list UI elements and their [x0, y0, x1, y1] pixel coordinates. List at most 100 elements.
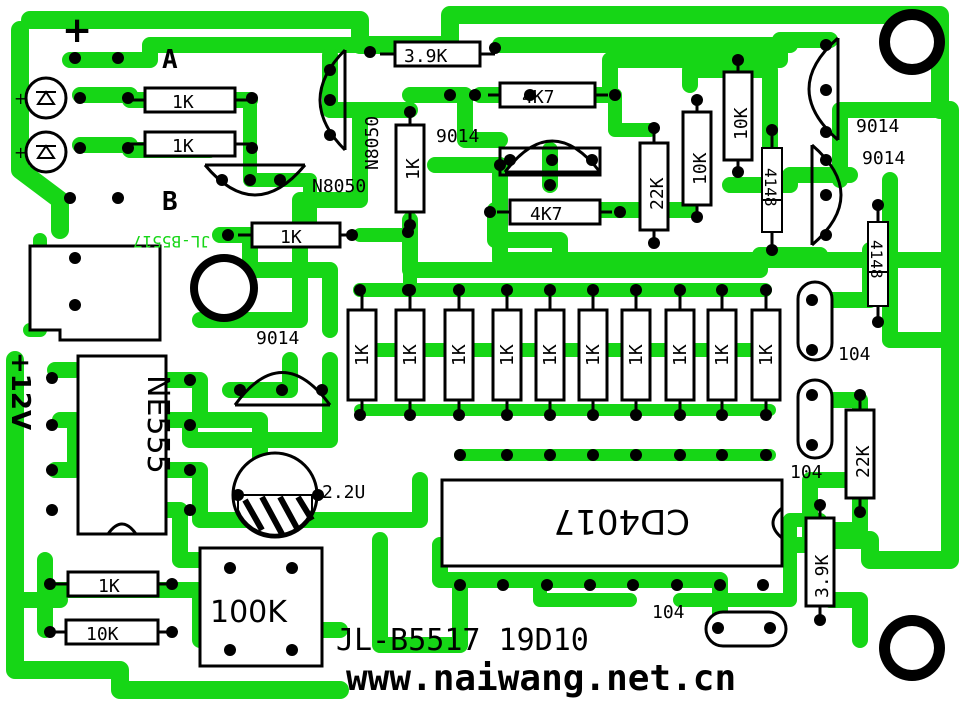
- svg-text:1K: 1K: [280, 227, 302, 248]
- led-resistor-label: 1K: [400, 344, 421, 366]
- solder-pad: [324, 94, 336, 106]
- solder-pad: [122, 92, 134, 104]
- solder-pad: [524, 89, 536, 101]
- solder-pad: [276, 384, 288, 396]
- 9014-r1-label: 9014: [856, 116, 899, 137]
- led-resistor-8: 1K: [664, 295, 696, 412]
- led-resistor-6: 1K: [577, 295, 609, 412]
- led-resistor-5: 1K: [534, 295, 566, 412]
- led-resistor-1: 1K: [346, 295, 378, 412]
- solder-pad: [312, 489, 324, 501]
- solder-pad: [671, 579, 683, 591]
- solder-pad: [244, 174, 256, 186]
- solder-pad: [544, 449, 556, 461]
- solder-pad: [184, 374, 196, 386]
- solder-pad: [46, 419, 58, 431]
- solder-pad: [402, 284, 414, 296]
- solder-pad: [216, 174, 228, 186]
- solder-pad: [246, 92, 258, 104]
- solder-pad: [46, 372, 58, 384]
- svg-text:1K: 1K: [403, 158, 424, 180]
- solder-pad: [544, 179, 556, 191]
- solder-pad: [454, 579, 466, 591]
- solder-pad: [546, 154, 558, 166]
- solder-pad: [346, 229, 358, 241]
- solder-pad: [732, 54, 744, 66]
- solder-pad: [814, 614, 826, 626]
- capacitor-104-c: [704, 610, 788, 648]
- led-resistor-2: 1K: [394, 295, 426, 412]
- solder-pad: [354, 284, 366, 296]
- solder-pad: [806, 294, 818, 306]
- solder-pad: [587, 449, 599, 461]
- led-resistor-label: 1K: [449, 344, 470, 366]
- svg-text:1K: 1K: [98, 576, 120, 597]
- transistor-n8050-a: [318, 48, 347, 152]
- led-resistor-7: 1K: [620, 295, 652, 412]
- svg-text:4K7: 4K7: [530, 204, 563, 225]
- svg-text:1K: 1K: [172, 136, 194, 157]
- solder-pad: [402, 226, 414, 238]
- solder-pad: [584, 579, 596, 591]
- transistor-n8050-b: [203, 163, 307, 197]
- solder-pad: [286, 562, 298, 574]
- solder-pad: [44, 578, 56, 590]
- power-connector: [28, 244, 162, 342]
- solder-pad: [806, 389, 818, 401]
- led-resistor-label: 1K: [352, 344, 373, 366]
- solder-pad: [764, 622, 776, 634]
- solder-pad: [716, 284, 728, 296]
- svg-text:4148: 4148: [761, 168, 780, 207]
- solder-pad: [712, 622, 724, 634]
- solder-pad: [69, 299, 81, 311]
- resistor-1k-row2: 1K: [238, 221, 352, 249]
- led-resistor-label: 1K: [540, 344, 561, 366]
- solder-pad: [184, 504, 196, 516]
- pot-100k-label: 100K: [210, 595, 288, 630]
- solder-pad: [494, 159, 506, 171]
- solder-pad: [112, 52, 124, 64]
- solder-pad: [806, 344, 818, 356]
- solder-pad: [501, 284, 513, 296]
- solder-pad: [691, 94, 703, 106]
- solder-pad: [630, 449, 642, 461]
- solder-pad: [46, 464, 58, 476]
- solder-pad: [64, 192, 76, 204]
- mounting-hole-bottom-right: [879, 615, 945, 681]
- resistor-10k-b: 10K: [722, 60, 754, 172]
- resistor-1k-led2: 1K: [130, 130, 250, 158]
- solder-pad: [757, 579, 769, 591]
- potentiometer-100k: [198, 546, 324, 668]
- cap-104-c-label: 104: [652, 602, 685, 623]
- led-resistor-label: 1K: [712, 344, 733, 366]
- solder-pad: [587, 409, 599, 421]
- capacitor-2-2u: [231, 451, 319, 539]
- solder-pad: [404, 106, 416, 118]
- solder-pad: [544, 284, 556, 296]
- mounting-hole-top-right: [879, 9, 945, 75]
- solder-pad: [806, 439, 818, 451]
- board-id-label: JL-B5517 19D10: [336, 623, 589, 658]
- capacitor-104-b: [796, 378, 834, 460]
- led-resistor-3: 1K: [443, 295, 475, 412]
- solder-pad: [44, 626, 56, 638]
- svg-text:22K: 22K: [647, 177, 668, 210]
- solder-pad: [246, 142, 258, 154]
- solder-pad: [648, 237, 660, 249]
- resistor-1k-led1: 1K: [130, 86, 250, 114]
- solder-pad: [224, 644, 236, 656]
- solder-pad: [854, 506, 866, 518]
- solder-pad: [184, 464, 196, 476]
- solder-pad: [166, 626, 178, 638]
- solder-pad: [586, 154, 598, 166]
- solder-pad: [489, 42, 501, 54]
- solder-pad: [46, 504, 58, 516]
- point-b-label: B: [162, 187, 178, 217]
- solder-pad: [674, 409, 686, 421]
- board-id-mirrored: JL-B5517: [133, 232, 210, 251]
- svg-text:1K: 1K: [172, 92, 194, 113]
- resistor-10k-bottom: 10K: [50, 618, 172, 646]
- solder-pad: [820, 154, 832, 166]
- 9014-r2-label: 9014: [862, 148, 905, 169]
